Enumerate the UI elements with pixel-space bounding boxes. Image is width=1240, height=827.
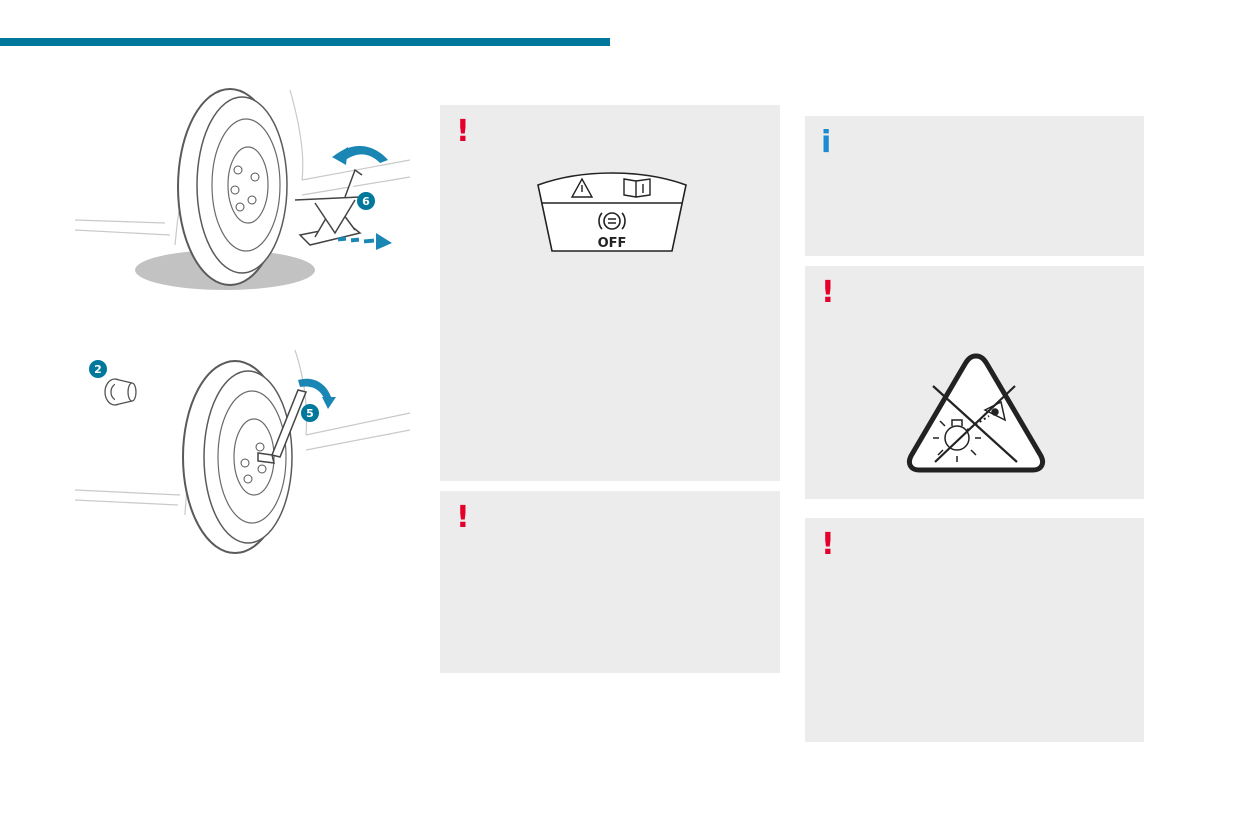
callout-5 xyxy=(301,404,319,422)
info-mark: i xyxy=(821,125,832,160)
warning-mark: ! xyxy=(821,275,835,310)
rotate-arrow-icon xyxy=(298,378,336,409)
callout-6-label: 6 xyxy=(362,195,370,208)
warning-mark: ! xyxy=(821,527,835,562)
off-label: OFF xyxy=(598,236,627,251)
warning-panel-left-top: ! OFF xyxy=(440,105,780,481)
parking-brake-label-icon: OFF xyxy=(537,172,687,252)
callout-6 xyxy=(357,192,375,210)
pull-arrow-icon xyxy=(337,233,392,250)
header-accent-bar xyxy=(0,38,610,46)
jack-illustration: 6 xyxy=(74,88,411,290)
rotate-arrow-icon xyxy=(332,145,388,165)
warning-triangle-icon xyxy=(570,177,594,198)
warning-mark: ! xyxy=(456,114,470,149)
callout-2-label: 2 xyxy=(94,363,102,376)
manual-book-icon xyxy=(623,178,651,198)
wheel-brace-icon xyxy=(257,389,308,464)
warning-mark: ! xyxy=(456,500,470,535)
warning-panel-right-middle: ! xyxy=(805,266,1144,499)
info-panel-right-top: i xyxy=(805,116,1144,256)
warning-panel-right-bottom: ! xyxy=(805,518,1144,742)
parking-brake-icon xyxy=(598,212,626,230)
callout-5-label: 5 xyxy=(306,407,314,420)
wheel-icon xyxy=(177,88,288,286)
wheel-bolt-adapter-icon xyxy=(104,378,137,406)
warning-panel-left-bottom: ! xyxy=(440,491,780,673)
scissor-jack-icon xyxy=(294,168,363,246)
wheel-icon xyxy=(182,360,293,554)
do-not-look-at-light-icon xyxy=(906,353,1046,473)
callout-2 xyxy=(89,360,107,378)
wheel-brace-illustration: 2 5 xyxy=(74,349,411,554)
